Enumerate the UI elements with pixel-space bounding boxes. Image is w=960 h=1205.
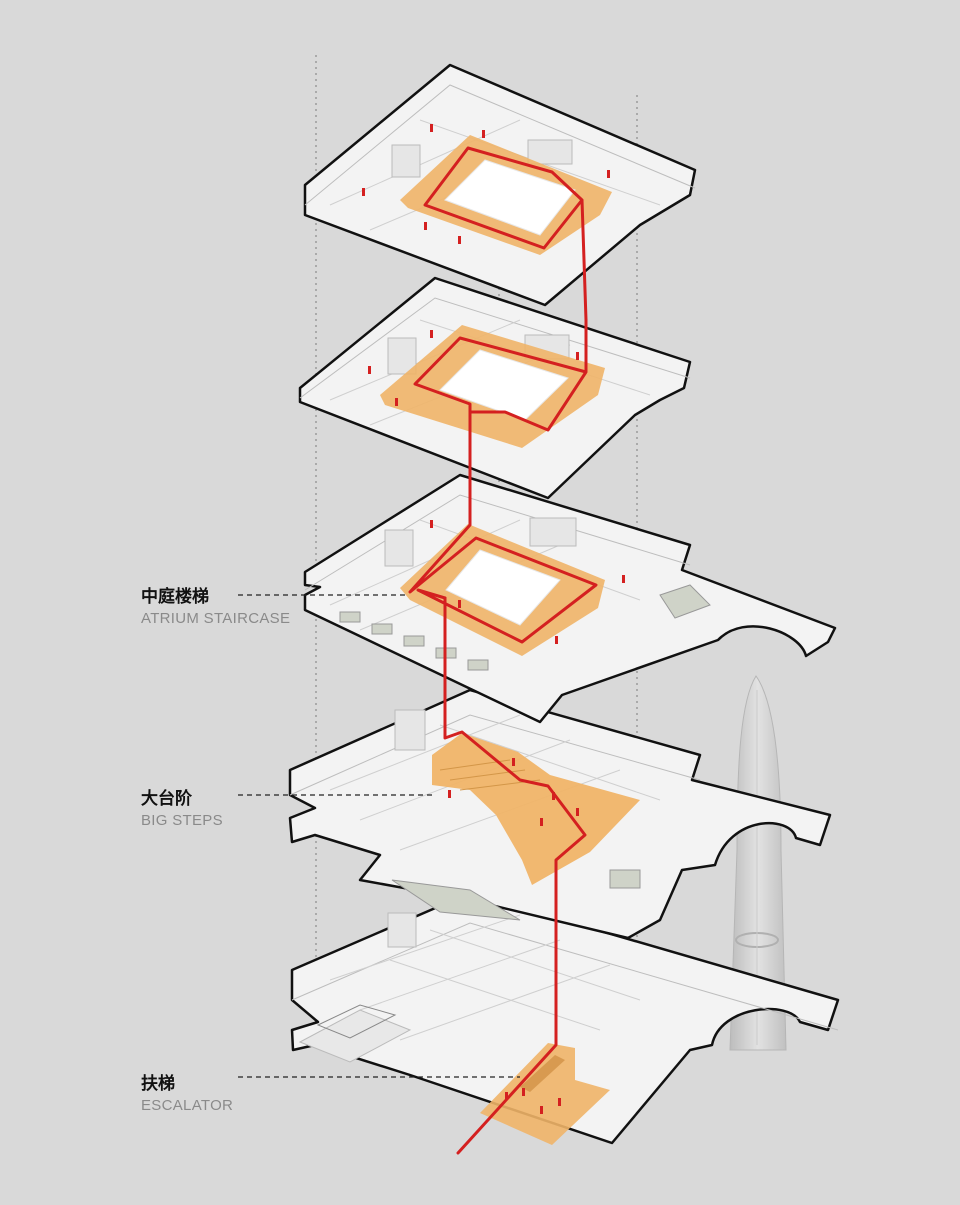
label-escalator-cn: 扶梯 <box>141 1074 175 1094</box>
label-escalator-en: ESCALATOR <box>141 1097 234 1114</box>
route-third-loop <box>408 410 598 644</box>
label-atrium-staircase-cn: 中庭楼梯 <box>141 587 209 607</box>
label-big-steps-cn: 大台阶 <box>141 789 192 809</box>
route-escalator <box>456 958 558 1155</box>
escalator-highlight-zone <box>480 1043 610 1145</box>
route-big-steps <box>443 596 587 962</box>
label-atrium-staircase-en: ATRIUM STAIRCASE <box>141 610 291 627</box>
top-floor-highlight-zone <box>400 135 612 255</box>
circulation-route <box>408 146 598 1155</box>
label-leader-lines <box>238 594 520 1078</box>
label-big-steps-en: BIG STEPS <box>141 812 223 829</box>
route-top-loop <box>423 146 588 322</box>
people-figures <box>362 124 625 1114</box>
fourth-floor-highlight-zone <box>380 325 605 448</box>
tower-silhouette <box>729 675 787 1051</box>
floor-slab-ground <box>290 891 840 1145</box>
